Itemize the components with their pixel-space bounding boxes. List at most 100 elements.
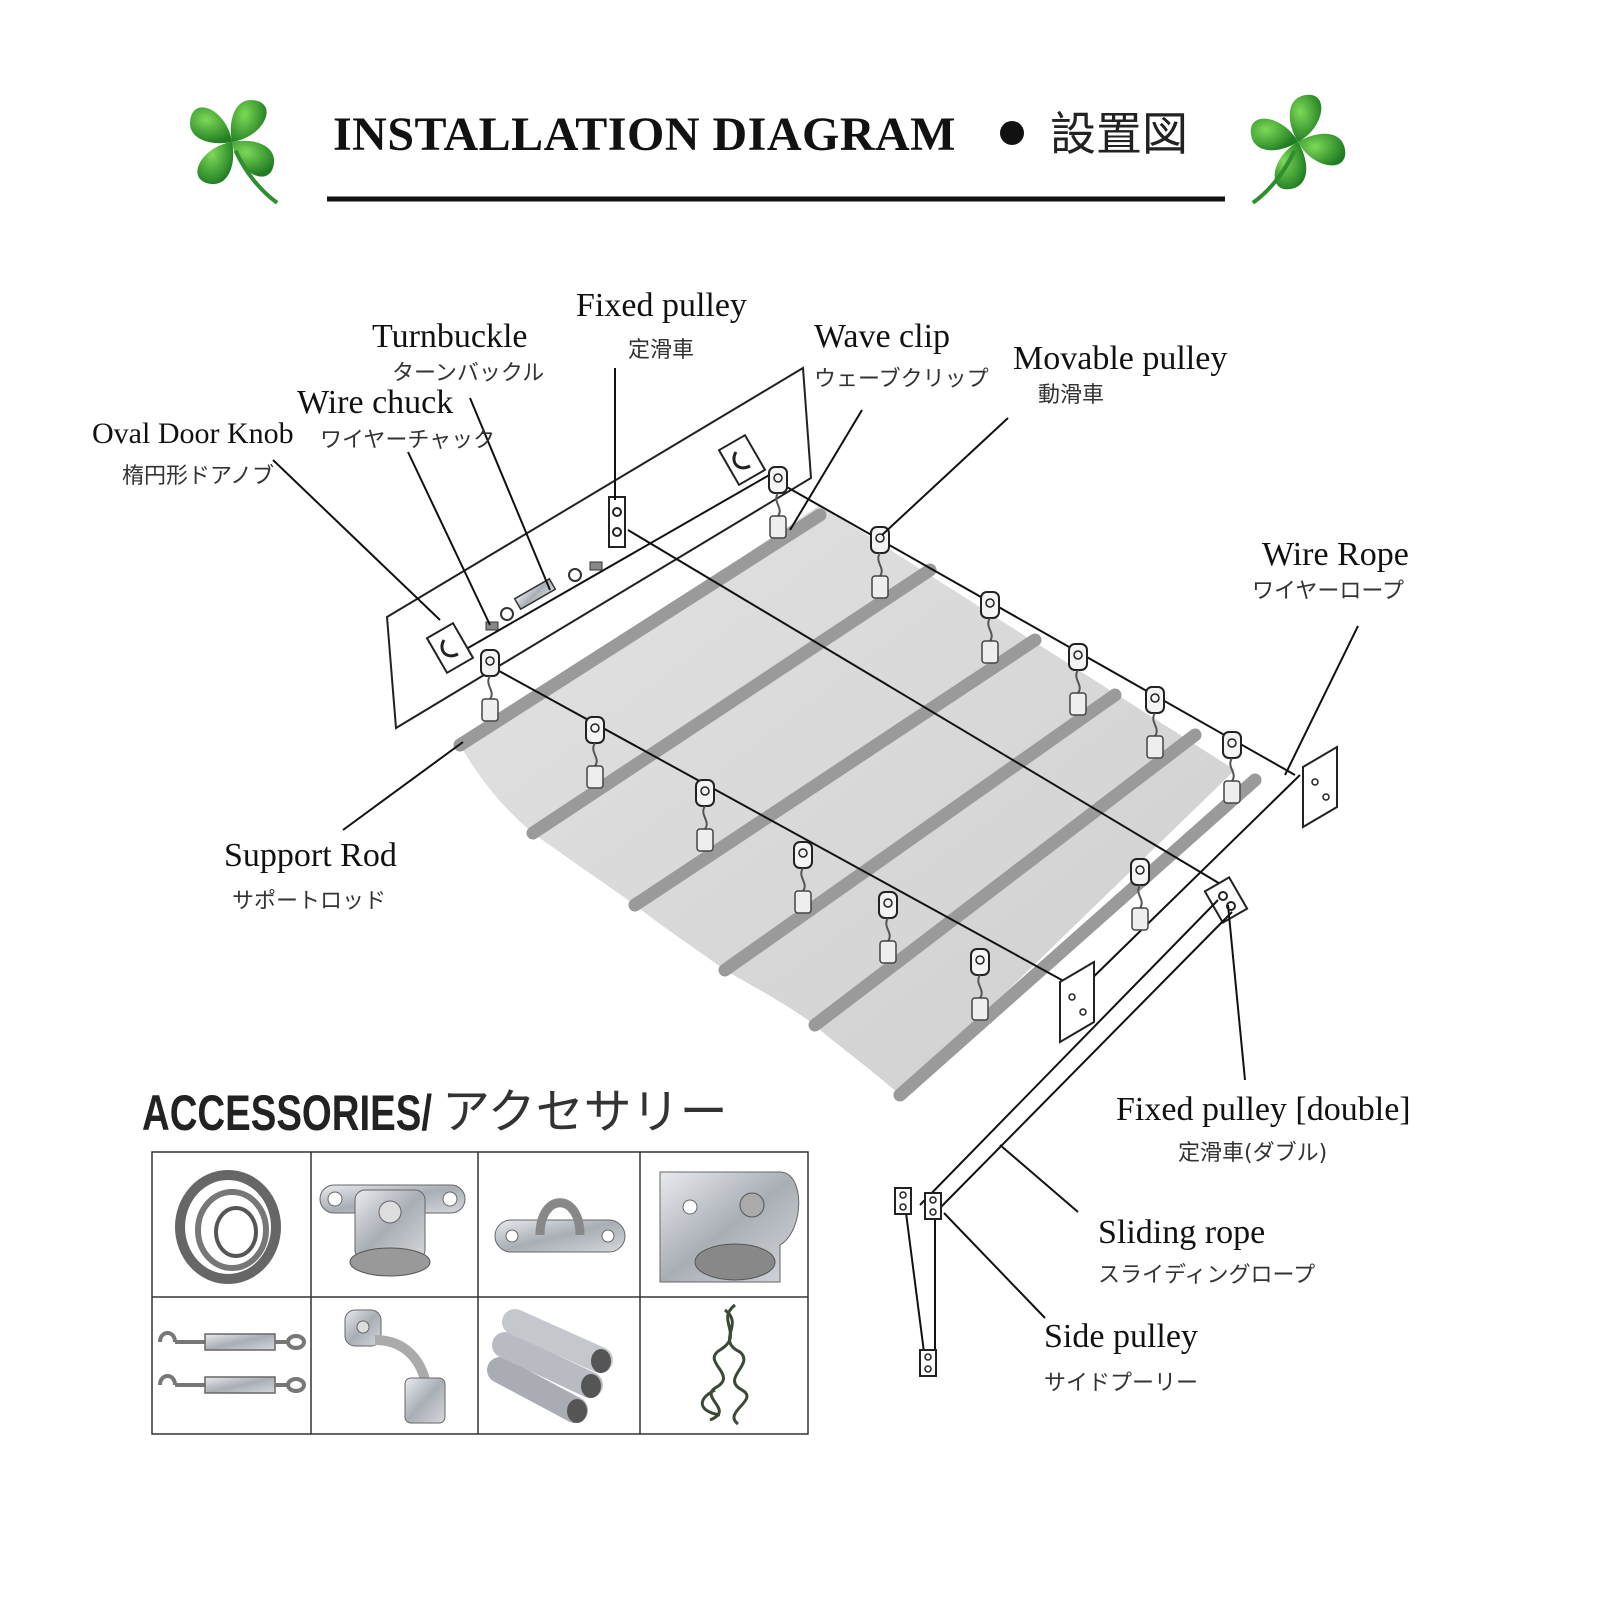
fixed-pulley-double-icon bbox=[659, 1171, 800, 1283]
wire-chuck bbox=[485, 561, 603, 631]
pulley-wheel bbox=[985, 598, 995, 608]
movable-pulley bbox=[1145, 686, 1165, 714]
wave-clip-hook bbox=[877, 552, 883, 577]
diagram-title-jp: 設置図 bbox=[1050, 107, 1188, 161]
label-sliding-rope: Sliding rope bbox=[1098, 1214, 1265, 1251]
sliding-rope bbox=[919, 899, 1219, 1206]
canopy-fabric bbox=[460, 505, 1235, 1095]
accessories-section: ACCESSORIES/ アクセサリー bbox=[142, 1084, 809, 1435]
wave-clip-hook bbox=[885, 917, 891, 942]
label-turnbuckle: Turnbuckle bbox=[372, 318, 528, 355]
accessories-title-jp: アクセサリー bbox=[442, 1084, 728, 1140]
wave-clip-hook bbox=[487, 675, 493, 700]
leader-movable-pulley bbox=[881, 417, 1009, 536]
pulley-wheel bbox=[975, 955, 985, 965]
movable-pulley bbox=[695, 779, 715, 807]
support-rod bbox=[808, 728, 1202, 1032]
wire-rope-top-left bbox=[467, 469, 779, 649]
wave-clip bbox=[879, 940, 897, 964]
label-fixed-pulley-jp: 定滑車 bbox=[628, 338, 694, 363]
leader-wire-chuck bbox=[407, 451, 491, 626]
turnbuckle bbox=[500, 568, 582, 621]
label-wire-rope-jp: ワイヤーロープ bbox=[1252, 579, 1404, 604]
label-oval-door-knob: Oval Door Knob bbox=[92, 417, 294, 450]
wire-rope-back bbox=[777, 481, 1296, 776]
header: INSTALLATION DIAGRAM 設置図 bbox=[179, 89, 1351, 205]
movable-pulley bbox=[768, 466, 788, 494]
label-wire-rope: Wire Rope bbox=[1262, 536, 1409, 573]
wave-clip bbox=[794, 890, 812, 914]
label-fixed-pulley-double: Fixed pulley [double] bbox=[1116, 1091, 1411, 1128]
support-rods bbox=[453, 508, 1262, 1102]
label-turnbuckle-jp: ターンバックル bbox=[392, 361, 544, 386]
pulley-wheel bbox=[1227, 738, 1237, 748]
clover-icon bbox=[179, 89, 285, 205]
oval-door-knob-icon bbox=[494, 1198, 626, 1253]
label-support-rod: Support Rod bbox=[224, 837, 397, 874]
accessories-grid bbox=[151, 1151, 809, 1435]
label-side-pulley: Side pulley bbox=[1044, 1318, 1198, 1355]
movable-pulley bbox=[980, 591, 1000, 619]
pulley-wheel bbox=[773, 473, 783, 483]
pulley-wheel bbox=[883, 898, 893, 908]
accessories-title: ACCESSORIES/ bbox=[142, 1085, 432, 1141]
wave-clip bbox=[1146, 735, 1164, 759]
leader-fixed-pulley-double bbox=[1227, 904, 1246, 1081]
wave-clip-hook bbox=[1229, 757, 1235, 782]
support-rod bbox=[628, 633, 1042, 912]
wave-clip bbox=[769, 515, 787, 539]
leader-turnbuckle bbox=[469, 397, 551, 591]
wave-clip bbox=[586, 765, 604, 789]
movable-pulley bbox=[1130, 858, 1150, 886]
movable-pulleys bbox=[480, 466, 1242, 1021]
label-side-pulley-jp: サイドプーリー bbox=[1044, 1371, 1198, 1396]
wave-clip-icon bbox=[344, 1309, 446, 1424]
sliding-rope-assembly bbox=[894, 899, 1233, 1377]
label-movable-pulley-jp: 動滑車 bbox=[1038, 383, 1104, 408]
label-movable-pulley: Movable pulley bbox=[1013, 340, 1227, 377]
wave-clip-hook bbox=[1137, 884, 1143, 909]
movable-pulley bbox=[970, 948, 990, 976]
movable-pulley bbox=[1222, 731, 1242, 759]
fixed-pulley-bracket bbox=[608, 496, 626, 548]
wave-clip-hook bbox=[775, 492, 781, 517]
wave-clip-hook bbox=[1075, 669, 1081, 694]
support-rod bbox=[526, 563, 937, 840]
pulley-wheel bbox=[1135, 865, 1145, 875]
wire-coil-icon bbox=[175, 1170, 281, 1284]
label-fixed-pulley-double-jp: 定滑車(ダブル) bbox=[1178, 1141, 1327, 1166]
wave-clip-hook bbox=[1152, 712, 1158, 737]
label-support-rod-jp: サポートロッド bbox=[232, 889, 386, 914]
support-rod bbox=[453, 508, 827, 752]
pulley-wheel bbox=[700, 786, 710, 796]
pulley-wheel bbox=[590, 723, 600, 733]
pulley-wheel bbox=[1150, 693, 1160, 703]
wave-clip bbox=[971, 997, 989, 1021]
wave-clip bbox=[696, 828, 714, 852]
label-wave-clip-jp: ウェーブクリップ bbox=[814, 367, 989, 392]
pulley-wheel bbox=[1073, 650, 1083, 660]
leader-support-rod bbox=[342, 741, 464, 831]
wave-clip-hook bbox=[800, 867, 806, 892]
component-labels: Oval Door Knob 楕円形ドアノブ Wire chuck ワイヤーチャ… bbox=[92, 287, 1411, 1396]
support-rod bbox=[718, 688, 1122, 977]
leader-wave-clip bbox=[789, 409, 863, 531]
movable-pulley bbox=[878, 891, 898, 919]
leader-side-pulley bbox=[943, 1212, 1046, 1319]
leader-oval-door-knob bbox=[272, 459, 441, 621]
wave-clip bbox=[1069, 692, 1087, 716]
wave-clip-hook bbox=[592, 742, 598, 767]
side-pulley bbox=[894, 1187, 942, 1377]
leader-sliding-rope bbox=[999, 1144, 1079, 1213]
sliding-rope-icon bbox=[701, 1303, 749, 1426]
fixed-pulley-double bbox=[1203, 876, 1249, 924]
wave-clip bbox=[1131, 907, 1149, 931]
side-bracket bbox=[1302, 745, 1338, 829]
side-bracket bbox=[1059, 960, 1095, 1044]
shade-canopy bbox=[460, 505, 1235, 1095]
support-rod bbox=[893, 773, 1262, 1102]
label-fixed-pulley: Fixed pulley bbox=[576, 287, 747, 324]
pulley-wheel bbox=[875, 533, 885, 543]
label-oval-door-knob-jp: 楕円形ドアノブ bbox=[122, 464, 274, 489]
